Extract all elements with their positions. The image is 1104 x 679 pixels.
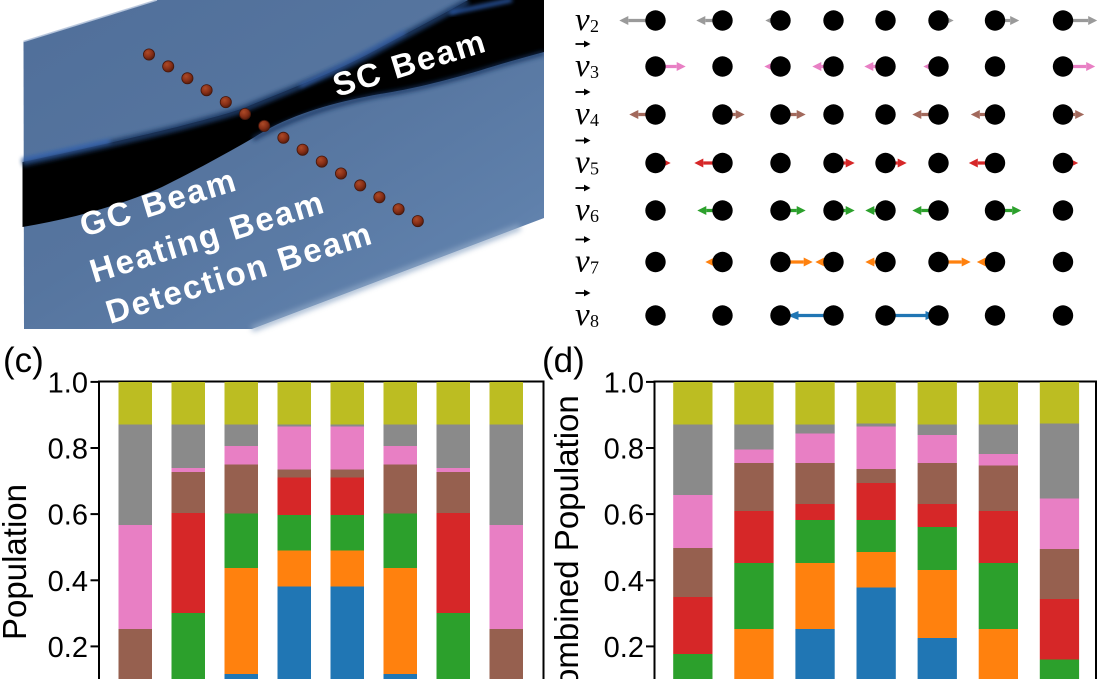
svg-text:v: v — [575, 145, 590, 181]
svg-text:2: 2 — [590, 16, 599, 36]
svg-text:0.8: 0.8 — [48, 434, 88, 466]
svg-text:0.6: 0.6 — [604, 500, 644, 532]
svg-text:(c): (c) — [3, 341, 44, 380]
svg-text:v: v — [575, 2, 590, 38]
svg-text:5: 5 — [590, 159, 599, 179]
svg-text:v: v — [575, 297, 590, 333]
svg-text:Population: Population — [0, 484, 33, 640]
svg-text:v: v — [575, 96, 590, 132]
svg-text:v: v — [575, 244, 590, 280]
svg-text:0.4: 0.4 — [48, 566, 88, 598]
svg-text:3: 3 — [590, 62, 599, 82]
svg-text:v: v — [575, 192, 590, 228]
svg-text:0.4: 0.4 — [604, 566, 644, 598]
svg-text:0.2: 0.2 — [48, 632, 88, 664]
svg-text:4: 4 — [590, 110, 599, 130]
svg-text:0.2: 0.2 — [604, 632, 644, 664]
svg-text:1.0: 1.0 — [604, 367, 644, 399]
svg-text:6: 6 — [590, 206, 599, 226]
svg-text:v: v — [575, 48, 590, 84]
svg-text:Combined Population: Combined Population — [548, 395, 585, 679]
svg-text:8: 8 — [590, 311, 599, 331]
svg-text:0.6: 0.6 — [48, 500, 88, 532]
svg-text:0.8: 0.8 — [604, 434, 644, 466]
svg-text:7: 7 — [590, 258, 599, 278]
svg-text:1.0: 1.0 — [48, 367, 88, 399]
svg-text:(d): (d) — [542, 341, 585, 380]
